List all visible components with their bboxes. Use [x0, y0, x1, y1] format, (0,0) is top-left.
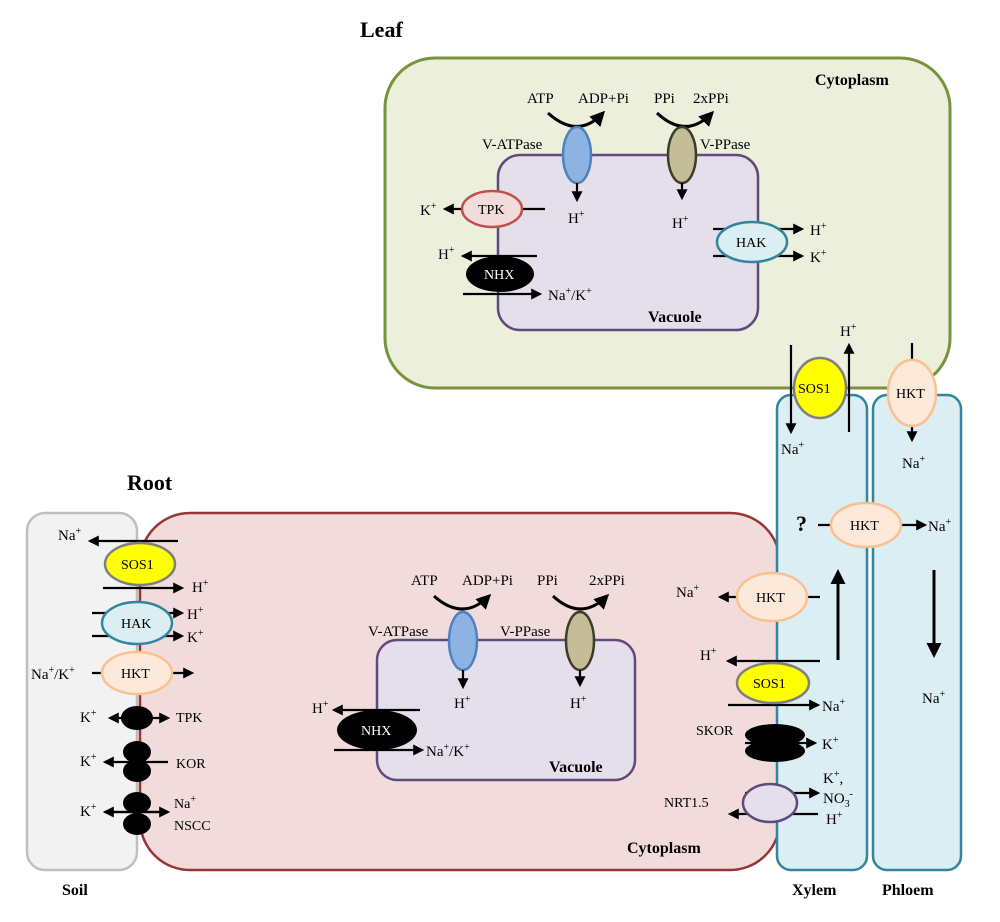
xylem-phloem-hkt: HKT ? Na+	[796, 501, 952, 549]
root-sos1-h-label: H+	[192, 578, 209, 596]
leaf-atp-label: ATP	[527, 91, 554, 107]
root-nscc-label: NSCC	[174, 819, 211, 834]
root-hak-k-label: K+	[187, 628, 204, 646]
xylem-phloem-hkt-label: HKT	[850, 519, 879, 534]
leaf-sos1-h-label: H+	[840, 322, 857, 340]
root-nhx: NHX H+ Na+/K+	[312, 699, 470, 760]
leaf-tpk-k-label: K+	[420, 201, 437, 219]
leaf-cytoplasm-label: Cytoplasm	[815, 72, 889, 89]
root-nscc: K+ Na+ NSCC	[80, 792, 211, 835]
root-nscc-k-label: K+	[80, 802, 97, 820]
xylem-skor-k-label: K+	[822, 735, 839, 753]
leaf-sos1-label: SOS1	[798, 382, 831, 397]
leaf-hak-label: HAK	[736, 236, 766, 251]
root-kor: K+ KOR	[80, 741, 206, 782]
xylem-sos1-h-label: H+	[700, 646, 717, 664]
leaf-sos1: SOS1 H+ Na+	[781, 322, 857, 458]
leaf-v-ppase: PPi 2xPPi V-PPase H+	[654, 91, 751, 232]
root-tpk: K+ TPK	[80, 706, 202, 730]
xylem-nrt-no3-label: NO3-	[823, 789, 853, 810]
leaf-v-atpase: ATP ADP+Pi V-ATPase H+	[482, 91, 629, 227]
xylem-label: Xylem	[792, 882, 837, 899]
root-hak-label: HAK	[121, 617, 151, 632]
leaf-hak: HAK H+ K+	[713, 220, 827, 266]
phloem-hkt-top-label: HKT	[896, 387, 925, 402]
leaf-sos1-na-label: Na+	[781, 440, 805, 458]
root-sos1: SOS1 Na+ H+	[58, 526, 209, 596]
phloem-label: Phloem	[882, 882, 934, 899]
xylem-sos1-na-label: Na+	[822, 697, 846, 715]
root-kor-label: KOR	[176, 757, 206, 772]
root-title: Root	[127, 470, 173, 495]
root-nscc-na-label: Na+	[174, 794, 196, 812]
leaf-ppase-h-label: H+	[672, 214, 689, 232]
leaf-nhx-label: NHX	[484, 268, 514, 283]
root-ppi-label: PPi	[537, 573, 558, 589]
leaf-ppi-label: PPi	[654, 91, 675, 107]
root-nhx-nak-label: Na+/K+	[426, 742, 470, 760]
xylem-sos1: SOS1 H+ Na+	[700, 646, 846, 715]
xylem-nrt-k-label: K+,	[823, 769, 843, 787]
soil-label: Soil	[62, 882, 88, 899]
leaf-adp-label: ADP+Pi	[578, 91, 629, 107]
xylem-hkt-na-label: Na+	[676, 583, 700, 601]
xylem-phloem-na-label: Na+	[928, 517, 952, 535]
xylem-hkt-label: HKT	[756, 591, 785, 606]
leaf-tpk: TPK K+	[420, 189, 545, 229]
root-atpase-h-label: H+	[454, 694, 471, 712]
root-ppase-h-label: H+	[570, 694, 587, 712]
root-tpk-label: TPK	[176, 711, 202, 726]
root-v-ppase: PPi 2xPPi V-PPase H+	[500, 573, 625, 712]
leaf-tpk-label: TPK	[478, 203, 504, 218]
leaf-hak-k-label: K+	[810, 248, 827, 266]
root-hak: HAK H+ K+	[92, 600, 204, 646]
root-hkt-nak-label: Na+/K+	[31, 665, 75, 683]
root-tpk-k-label: K+	[80, 708, 97, 726]
xylem-nrt-label: NRT1.5	[664, 796, 709, 811]
xylem-sos1-label: SOS1	[753, 677, 786, 692]
root-atp-label: ATP	[411, 573, 438, 589]
question-mark: ?	[796, 511, 807, 536]
leaf-nhx-nak-label: Na+/K+	[548, 286, 592, 304]
root-v-atpase: ATP ADP+Pi V-ATPase H+	[368, 573, 513, 712]
phloem-hkt-top: HKT Na+	[886, 343, 938, 472]
xylem-skor-label: SKOR	[696, 724, 734, 739]
phloem-hkt-na-label: Na+	[902, 454, 926, 472]
root-cytoplasm-label: Cytoplasm	[627, 840, 701, 857]
xylem-skor: SKOR K+	[696, 724, 839, 762]
root-nhx-h-label: H+	[312, 699, 329, 717]
root-sos1-label: SOS1	[121, 558, 154, 573]
root-hkt-label: HKT	[121, 667, 150, 682]
root-2ppi-label: 2xPPi	[589, 573, 625, 589]
leaf-hak-h-label: H+	[810, 221, 827, 239]
xylem-nrt: NRT1.5 K+, NO3- H+	[664, 769, 853, 828]
leaf-v-ppase-label: V-PPase	[700, 137, 751, 153]
phloem-na-label: Na+	[922, 689, 946, 707]
root-vacuole-label: Vacuole	[549, 759, 603, 776]
leaf-atpase-h-label: H+	[568, 209, 585, 227]
root-adp-label: ADP+Pi	[462, 573, 513, 589]
leaf-nhx: NHX H+ Na+/K+	[438, 245, 592, 304]
leaf-nhx-h-label: H+	[438, 245, 455, 263]
root-v-ppase-label: V-PPase	[500, 624, 551, 640]
root-hkt: HKT Na+/K+	[31, 650, 195, 696]
root-kor-k-label: K+	[80, 752, 97, 770]
leaf-title: Leaf	[360, 17, 403, 42]
root-hak-h-label: H+	[187, 605, 204, 623]
leaf-vacuole-label: Vacuole	[648, 309, 702, 326]
root-v-atpase-label: V-ATPase	[368, 624, 429, 640]
root-sos1-na-label: Na+	[58, 526, 82, 544]
xylem-nrt-h-label: H+	[826, 810, 843, 828]
xylem-hkt: HKT Na+	[676, 571, 820, 623]
leaf-v-atpase-label: V-ATPase	[482, 137, 543, 153]
root-nhx-label: NHX	[361, 724, 391, 739]
leaf-2ppi-label: 2xPPi	[693, 91, 729, 107]
